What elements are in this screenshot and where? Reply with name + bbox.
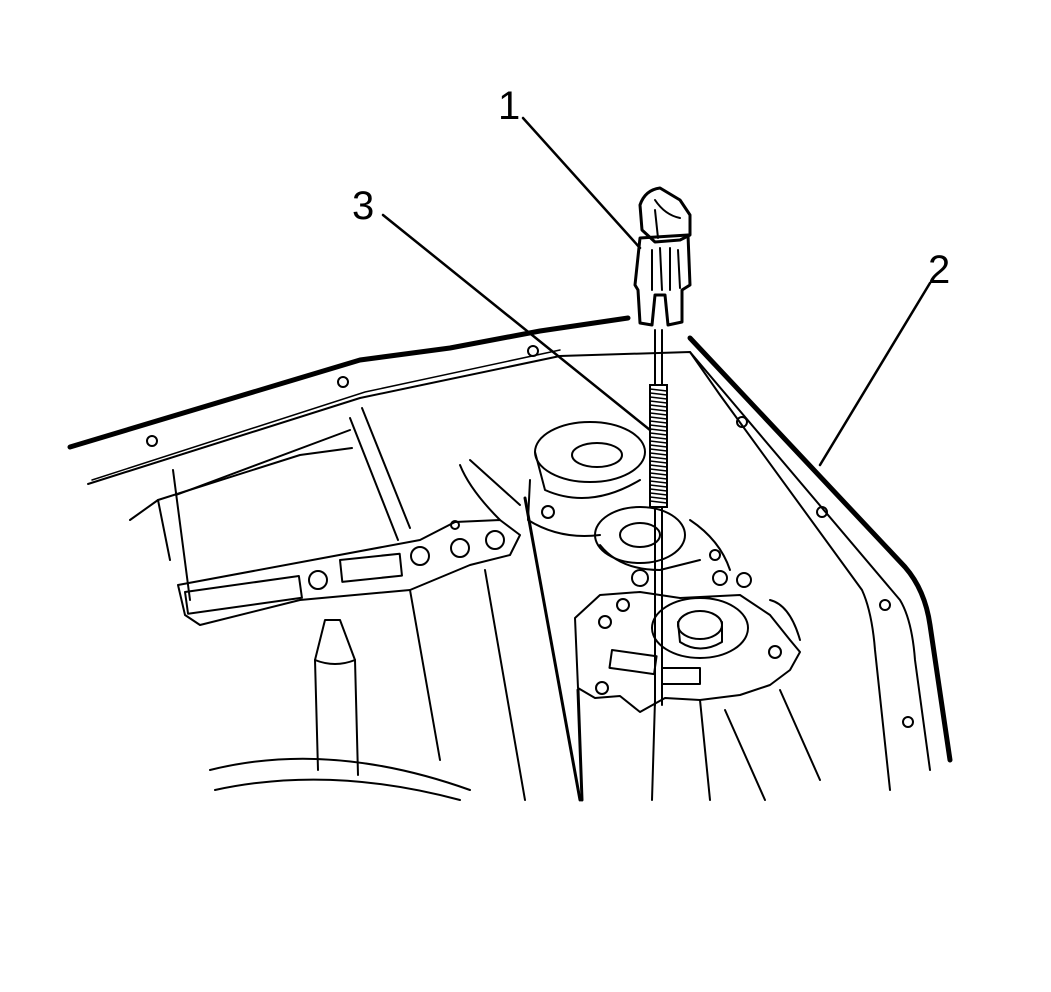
thread-mark — [649, 436, 668, 440]
thread-mark — [649, 464, 668, 468]
thread-mark — [649, 492, 668, 496]
thread-mark — [649, 496, 668, 500]
thread-mark — [649, 424, 668, 428]
leader-lines — [381, 116, 932, 467]
threaded-rod — [649, 329, 668, 706]
thread-mark — [649, 480, 668, 484]
thread-mark — [649, 476, 668, 480]
thread-mark — [649, 472, 668, 476]
callout-1: 1 — [498, 84, 521, 128]
callout-3: 3 — [352, 184, 375, 228]
thread-mark — [649, 416, 668, 420]
thread-mark — [649, 440, 668, 444]
valve-body — [527, 421, 821, 802]
leader-3 — [381, 213, 652, 432]
thread-mark — [649, 428, 668, 432]
thread-mark — [649, 452, 668, 456]
callout-2: 2 — [928, 248, 951, 292]
thread-mark — [649, 468, 668, 472]
leader-1 — [521, 116, 642, 250]
thread-mark — [649, 460, 668, 464]
transmission-case-outline — [67, 315, 953, 791]
thread-mark — [649, 432, 668, 436]
thread-mark — [649, 484, 668, 488]
case-bolt-holes — [146, 345, 914, 728]
thread-mark — [649, 412, 668, 416]
thread-mark — [649, 404, 668, 408]
thread-mark — [649, 420, 668, 424]
thread-mark — [649, 444, 668, 448]
thread-mark — [649, 408, 668, 412]
thread-mark — [649, 456, 668, 460]
thread-mark — [649, 396, 668, 400]
thread-mark — [649, 448, 668, 452]
thread-mark — [649, 500, 668, 504]
thread-mark — [649, 388, 668, 392]
thread-mark — [649, 488, 668, 492]
thread-mark — [649, 392, 668, 396]
thread-mark — [649, 400, 668, 404]
case-interior-left — [129, 407, 582, 802]
leader-2 — [818, 281, 932, 467]
connector-clip — [633, 186, 692, 327]
